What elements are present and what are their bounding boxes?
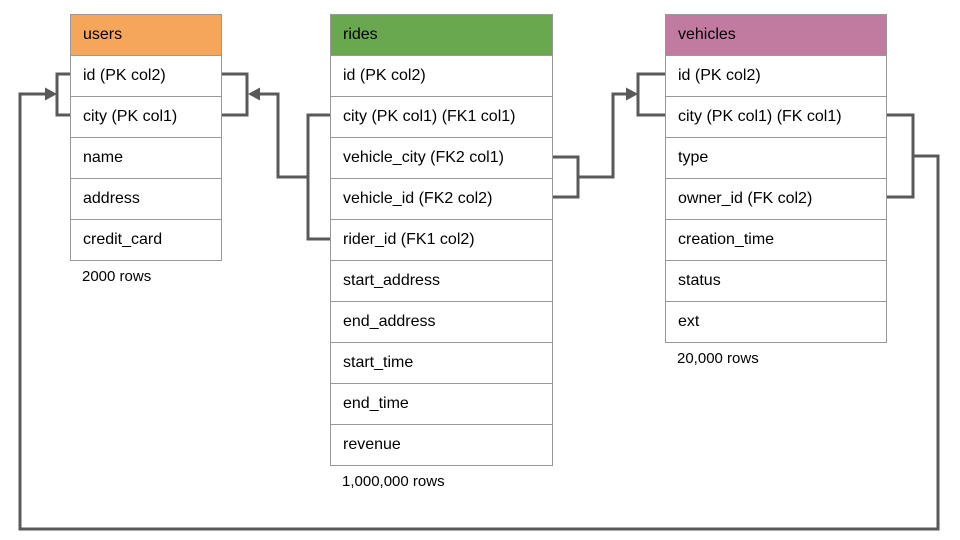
table-rides-header: rides xyxy=(331,15,552,55)
table-vehicles-column: ext xyxy=(666,301,886,342)
table-vehicles-column: city (PK col1) (FK col1) xyxy=(666,96,886,137)
rides-fk2-bracket xyxy=(553,155,580,199)
table-rides-column: end_time xyxy=(331,383,552,424)
table-users-header: users xyxy=(71,15,221,55)
table-users-column: name xyxy=(71,137,221,178)
table-vehicles-column: status xyxy=(666,260,886,301)
table-users-column: id (PK col2) xyxy=(71,55,221,96)
table-users-column: city (PK col1) xyxy=(71,96,221,137)
table-users: users id (PK col2) city (PK col1) name a… xyxy=(70,14,222,261)
table-rides-column: vehicle_city (FK2 col1) xyxy=(331,137,552,178)
table-users-column: address xyxy=(71,178,221,219)
table-vehicles-header: vehicles xyxy=(666,15,886,55)
vehicles-pk-left-bracket xyxy=(636,72,665,117)
users-row-count: 2000 rows xyxy=(82,268,152,285)
users-pk-left-bracket xyxy=(55,72,70,117)
table-rides-column: id (PK col2) xyxy=(331,55,552,96)
table-rides: rides id (PK col2) city (PK col1) (FK1 c… xyxy=(330,14,553,466)
table-users-column: credit_card xyxy=(71,219,221,260)
table-rides-column: revenue xyxy=(331,424,552,465)
table-vehicles-column: type xyxy=(666,137,886,178)
table-vehicles: vehicles id (PK col2) city (PK col1) (FK… xyxy=(665,14,887,343)
fk1-rides-to-users-connector xyxy=(260,92,308,179)
rides-row-count: 1,000,000 rows xyxy=(342,473,445,490)
table-vehicles-column: owner_id (FK col2) xyxy=(666,178,886,219)
vehicles-fk-bracket xyxy=(887,113,915,199)
fk-loop-arrowhead-icon xyxy=(45,87,57,101)
fk2-arrowhead-icon xyxy=(626,87,638,101)
fk2-rides-to-vehicles-connector xyxy=(578,92,626,179)
table-vehicles-column: id (PK col2) xyxy=(666,55,886,96)
vehicles-row-count: 20,000 rows xyxy=(677,350,759,367)
table-rides-column: start_address xyxy=(331,260,552,301)
users-pk-right-bracket xyxy=(222,72,249,117)
fk1-arrowhead-icon xyxy=(248,87,260,101)
table-rides-column: end_address xyxy=(331,301,552,342)
table-rides-column: rider_id (FK1 col2) xyxy=(331,219,552,260)
table-vehicles-column: creation_time xyxy=(666,219,886,260)
rides-fk1-bracket xyxy=(306,113,330,241)
table-rides-column: city (PK col1) (FK1 col1) xyxy=(331,96,552,137)
table-rides-column: vehicle_id (FK2 col2) xyxy=(331,178,552,219)
table-rides-column: start_time xyxy=(331,342,552,383)
